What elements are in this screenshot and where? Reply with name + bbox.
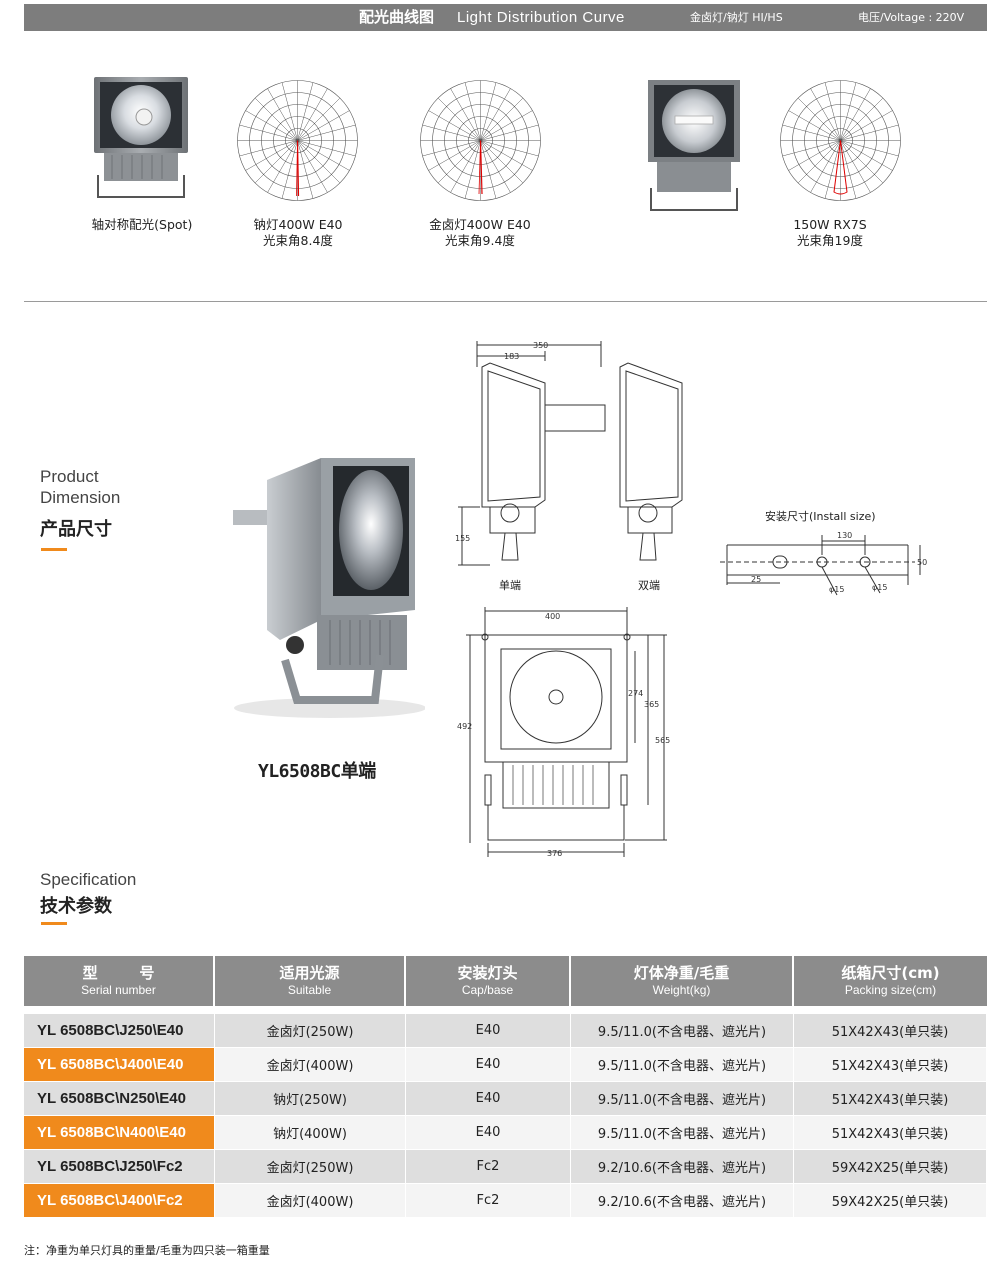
- cell-suitable: 金卤灯(400W): [215, 1184, 406, 1218]
- product-photo: [233, 458, 425, 718]
- cell-suitable: 金卤灯(250W): [215, 1014, 406, 1048]
- table-row: YL 6508BC\N400\E40 钠灯(400W) E40 9.5/11.0…: [24, 1116, 987, 1150]
- caption-metal-halide: 金卤灯400W E40 光束角9.4度: [410, 217, 550, 249]
- cell-packing: 51X42X43(单只装): [794, 1116, 987, 1150]
- side-view-drawings: 350 183 155: [455, 341, 683, 566]
- cell-model: YL 6508BC\N400\E40: [24, 1116, 215, 1150]
- dimension-accent-bar: [41, 548, 67, 551]
- cell-cap: E40: [406, 1116, 571, 1150]
- table-row: YL 6508BC\J400\E40 金卤灯(400W) E40 9.5/11.…: [24, 1048, 987, 1082]
- front-view-drawing: 400 492 274 365 565 376: [457, 607, 670, 858]
- caption-sodium-line1: 钠灯400W E40: [253, 217, 343, 232]
- caption-metal-line2: 光束角9.4度: [445, 233, 515, 248]
- spec-title-cn: 技术参数: [40, 896, 112, 917]
- header-bar: 配光曲线图 Light Distribution Curve 金卤灯/钠灯 HI…: [24, 4, 987, 31]
- cell-weight: 9.5/11.0(不含电器、遮光片): [571, 1014, 794, 1048]
- cell-suitable: 钠灯(250W): [215, 1082, 406, 1116]
- section-divider: [24, 301, 987, 302]
- cell-packing: 51X42X43(单只装): [794, 1082, 987, 1116]
- cell-suitable: 金卤灯(400W): [215, 1048, 406, 1082]
- fixture-photo-rx7s: [648, 80, 740, 211]
- caption-metal-line1: 金卤灯400W E40: [429, 217, 531, 232]
- dim-365: 365: [644, 700, 659, 709]
- cell-model: YL 6508BC\J250\Fc2: [24, 1150, 215, 1184]
- dim-565: 565: [655, 736, 670, 745]
- footnote: 注：净重为单只灯具的重量/毛重为四只装一箱重量: [24, 1244, 270, 1257]
- dimension-title-cn: 产品尺寸: [40, 519, 112, 540]
- caption-spot: 轴对称配光(Spot): [91, 217, 193, 232]
- install-size-drawing: 130 25 50 φ15 φ15: [720, 531, 927, 596]
- header-lamp-types: 金卤灯/钠灯 HI/HS: [690, 11, 783, 24]
- cell-cap: Fc2: [406, 1184, 571, 1218]
- table-row: YL 6508BC\N250\E40 钠灯(250W) E40 9.5/11.0…: [24, 1082, 987, 1116]
- dim-phi15a: φ15: [829, 585, 844, 594]
- spec-title-en: Specification: [40, 870, 137, 889]
- fixture-photo-spot: [94, 77, 188, 198]
- dim-400: 400: [545, 612, 560, 621]
- dim-25: 25: [751, 575, 761, 584]
- cell-model: YL 6508BC\J400\E40: [24, 1048, 215, 1082]
- cell-packing: 51X42X43(单只装): [794, 1014, 987, 1048]
- cell-suitable: 金卤灯(250W): [215, 1150, 406, 1184]
- cell-packing: 59X42X25(单只装): [794, 1184, 987, 1218]
- label-double-end: 双端: [638, 579, 660, 592]
- caption-rx7s: 150W RX7S 光束角19度: [760, 217, 900, 249]
- cell-weight: 9.5/11.0(不含电器、遮光片): [571, 1116, 794, 1150]
- polar-chart-sodium: [237, 80, 358, 201]
- cell-cap: E40: [406, 1048, 571, 1082]
- dimension-title-en-1: Product: [40, 467, 99, 486]
- dim-376: 376: [547, 849, 562, 858]
- header-title-cn: 配光曲线图: [359, 8, 435, 26]
- cell-model: YL 6508BC\N250\E40: [24, 1082, 215, 1116]
- dim-183: 183: [504, 352, 519, 361]
- cell-weight: 9.2/10.6(不含电器、遮光片): [571, 1184, 794, 1218]
- dim-50: 50: [917, 558, 927, 567]
- dim-phi15b: φ15: [872, 583, 887, 592]
- cell-packing: 51X42X43(单只装): [794, 1048, 987, 1082]
- header-title-en: Light Distribution Curve: [457, 9, 625, 26]
- spec-accent-bar: [41, 922, 67, 925]
- install-size-label: 安装尺寸(Install size): [765, 510, 876, 523]
- label-single-end: 单端: [499, 579, 521, 592]
- cell-weight: 9.5/11.0(不含电器、遮光片): [571, 1082, 794, 1116]
- caption-rx7s-line2: 光束角19度: [797, 233, 863, 248]
- cell-model: YL 6508BC\J400\Fc2: [24, 1184, 215, 1218]
- cell-weight: 9.5/11.0(不含电器、遮光片): [571, 1048, 794, 1082]
- column-header-packing: 纸箱尺寸(cm)Packing size(cm): [794, 956, 987, 1006]
- cell-weight: 9.2/10.6(不含电器、遮光片): [571, 1150, 794, 1184]
- cell-model: YL 6508BC\J250\E40: [24, 1014, 215, 1048]
- dim-130: 130: [837, 531, 852, 540]
- cell-cap: E40: [406, 1014, 571, 1048]
- dim-155: 155: [455, 534, 470, 543]
- dim-350: 350: [533, 341, 548, 350]
- dimension-title-en-2: Dimension: [40, 488, 121, 507]
- caption-sodium-line2: 光束角8.4度: [263, 233, 333, 248]
- header-voltage: 电压/Voltage : 220V: [858, 11, 965, 24]
- cell-suitable: 钠灯(400W): [215, 1116, 406, 1150]
- polar-chart-metal-halide: [420, 80, 541, 201]
- table-row: YL 6508BC\J250\E40 金卤灯(250W) E40 9.5/11.…: [24, 1014, 987, 1048]
- product-model-label: YL6508BC单端: [258, 761, 376, 782]
- polar-chart-rx7s: [780, 80, 901, 201]
- dim-492: 492: [457, 722, 472, 731]
- cell-packing: 59X42X25(单只装): [794, 1150, 987, 1184]
- cell-cap: E40: [406, 1082, 571, 1116]
- table-row: YL 6508BC\J400\Fc2 金卤灯(400W) Fc2 9.2/10.…: [24, 1184, 987, 1218]
- caption-rx7s-line1: 150W RX7S: [793, 217, 867, 232]
- table-row: YL 6508BC\J250\Fc2 金卤灯(250W) Fc2 9.2/10.…: [24, 1150, 987, 1184]
- caption-sodium: 钠灯400W E40 光束角8.4度: [228, 217, 368, 249]
- dim-274: 274: [628, 689, 643, 698]
- cell-cap: Fc2: [406, 1150, 571, 1184]
